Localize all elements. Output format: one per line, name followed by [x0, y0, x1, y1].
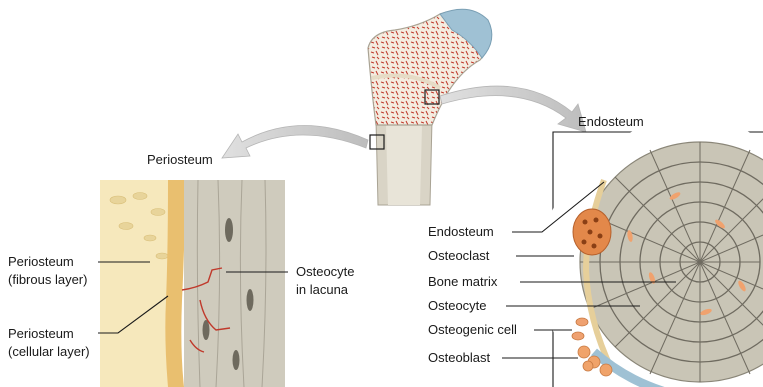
label-endosteum: Endosteum [428, 224, 494, 239]
periosteum-section [100, 180, 285, 387]
femur-illustration [368, 9, 492, 205]
arrow-to-periosteum [222, 125, 368, 158]
label-periosteum-fibrous-2: (fibrous layer) [8, 272, 87, 287]
label-bone-matrix: Bone matrix [428, 274, 498, 289]
cellular-layer [165, 180, 186, 387]
femur-shaft-core [386, 125, 422, 205]
label-osteocyte: Osteocyte [428, 298, 487, 313]
label-osteoclast: Osteoclast [428, 248, 490, 263]
osteoclast-cell [573, 209, 611, 255]
label-osteocyte-lacuna-1: Osteocyte [296, 264, 355, 279]
periosteum-title: Periosteum [147, 152, 213, 167]
endosteum-section [540, 130, 763, 387]
label-periosteum-fibrous-1: Periosteum [8, 254, 74, 269]
label-osteogenic-cell: Osteogenic cell [428, 322, 517, 337]
label-osteocyte-lacuna-2: in lacuna [296, 282, 349, 297]
label-osteoblast: Osteoblast [428, 350, 491, 365]
label-periosteum-cellular-2: (cellular layer) [8, 344, 90, 359]
arrow-to-endosteum [440, 86, 586, 132]
endosteum-title: Endosteum [578, 114, 644, 129]
label-periosteum-cellular-1: Periosteum [8, 326, 74, 341]
